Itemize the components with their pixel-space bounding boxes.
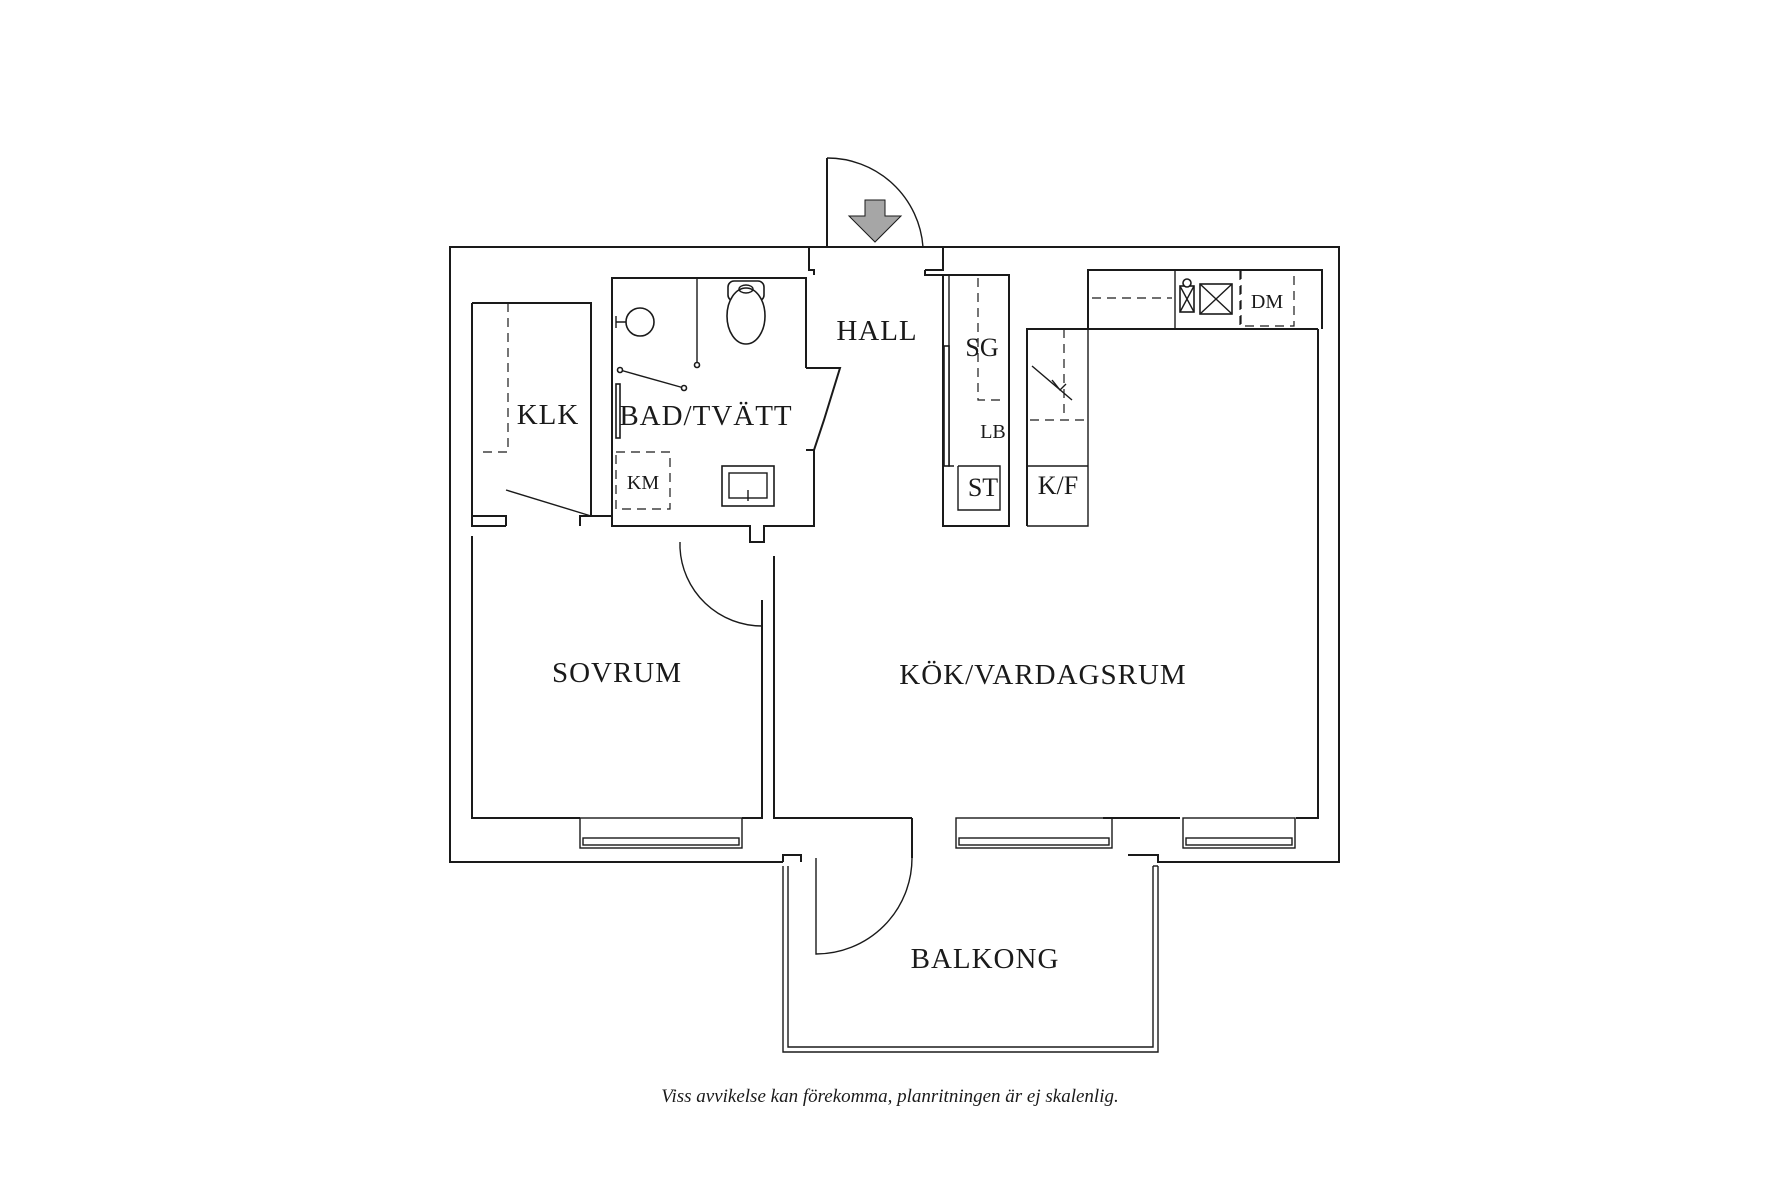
fixture-label-sg: SG xyxy=(965,333,998,362)
fixture-label-st: ST xyxy=(968,473,998,502)
windows xyxy=(579,817,1296,849)
balcony xyxy=(782,818,1159,1053)
room-label-klk: KLK xyxy=(517,399,580,431)
room-label-sovrum: SOVRUM xyxy=(552,657,682,689)
room-label-balkong: BALKONG xyxy=(911,943,1060,975)
fixture-label-kf: K/F xyxy=(1038,471,1078,500)
room-label-kok-vardagsrum: KÖK/VARDAGSRUM xyxy=(899,659,1186,691)
outer-walls xyxy=(449,246,1340,863)
entrance xyxy=(826,157,943,276)
fixture-label-dm: DM xyxy=(1251,291,1283,313)
fixture-label-km: KM xyxy=(627,472,659,494)
entrance-arrow-icon xyxy=(847,199,903,243)
bedroom-partition xyxy=(679,542,775,627)
room-label-bad-tvatt: BAD/TVÄTT xyxy=(619,400,792,432)
hall-storage xyxy=(942,274,1010,527)
bathroom xyxy=(579,277,842,543)
disclaimer-note: Viss avvikelse kan förekomma, planritnin… xyxy=(661,1086,1119,1107)
fixture-label-lb: LB xyxy=(980,421,1006,443)
klk-closet xyxy=(472,302,592,526)
kitchen-counters xyxy=(1026,269,1323,527)
room-label-hall: HALL xyxy=(836,315,917,347)
